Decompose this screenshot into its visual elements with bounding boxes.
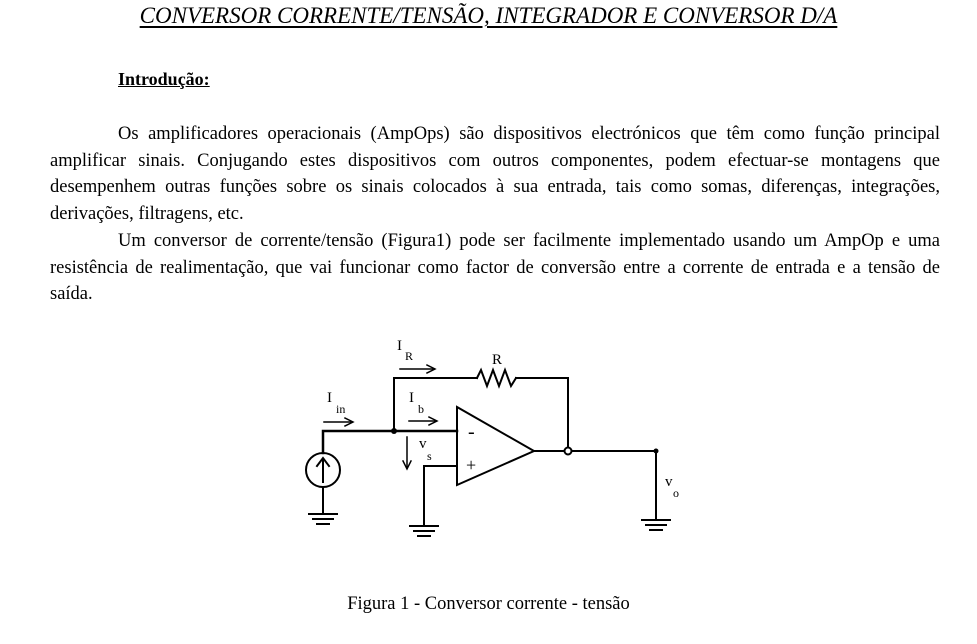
opamp-symbol — [456, 405, 537, 487]
label-minus-input: - — [468, 421, 475, 443]
noninverting-input-wire — [423, 465, 458, 527]
label-vo-sub: o — [673, 486, 679, 500]
label-resistor: R — [492, 352, 502, 368]
label-ib: I — [409, 390, 414, 406]
label-ib-sub: b — [418, 402, 424, 416]
label-vs-sub: s — [427, 449, 432, 463]
junction-dot-output — [563, 446, 573, 456]
label-ir-sub: R — [405, 349, 413, 363]
current-source-arrowhead — [315, 456, 331, 468]
paragraph-converter: Um conversor de corrente/tensão (Figura1… — [50, 231, 940, 305]
label-plus-input: + — [466, 455, 476, 475]
output-terminal — [653, 448, 659, 454]
resistor-symbol — [475, 367, 518, 389]
junction-dot-input — [391, 428, 397, 434]
paragraph-intro: Os amplificadores operacionais (AmpOps) … — [50, 124, 940, 225]
label-ir: I — [397, 338, 402, 354]
label-vo: v — [665, 474, 673, 490]
section-heading: Introdução: — [118, 69, 210, 89]
label-iin-sub: in — [336, 402, 345, 416]
input-wire — [321, 429, 396, 455]
document-title: CONVERSOR CORRENTE/TENSÃO, INTEGRADOR E … — [139, 3, 838, 28]
label-vs: v — [419, 436, 427, 452]
label-iin: I — [327, 390, 332, 406]
figure-caption: Figura 1 - Conversor corrente - tensão — [347, 594, 630, 614]
